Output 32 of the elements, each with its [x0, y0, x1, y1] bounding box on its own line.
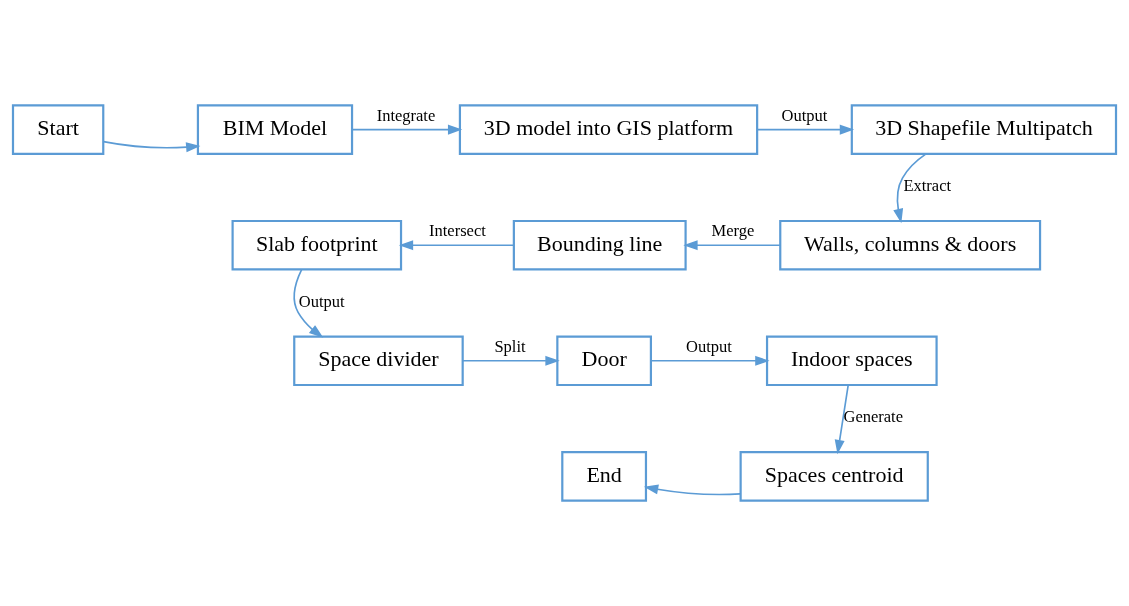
- arrow: [643, 484, 742, 496]
- arrow: [293, 268, 324, 338]
- edge-label: Integrate: [376, 105, 436, 125]
- node-box: Spaces centroid: [739, 451, 929, 502]
- node-box: Door: [556, 335, 652, 387]
- node-box: BIM Model: [196, 104, 354, 155]
- node-box: Slab footprint: [231, 219, 403, 271]
- arrow: [102, 140, 201, 153]
- node-box: 3D Shapefile Multipatch: [850, 104, 1118, 155]
- arrow: [398, 240, 515, 251]
- edge-label: Output: [298, 291, 345, 311]
- node-box: 3D model into GIS platform: [458, 104, 759, 155]
- edge-label: Output: [781, 105, 828, 125]
- node-box: End: [561, 451, 648, 502]
- arrow: [650, 355, 770, 366]
- arrow: [462, 355, 560, 366]
- arrow: [756, 124, 855, 135]
- arrow: [893, 153, 927, 224]
- node-box: Bounding line: [512, 219, 687, 271]
- node-box: Start: [11, 104, 105, 155]
- edge-label: Merge: [711, 221, 755, 241]
- arrow: [351, 124, 463, 135]
- edge-label: Split: [494, 336, 526, 356]
- node-box: Walls, columns & doors: [779, 219, 1042, 271]
- arrow: [683, 240, 781, 251]
- node-box: Space divider: [293, 335, 464, 387]
- arrow: [834, 384, 849, 455]
- node-box: Indoor spaces: [765, 335, 938, 387]
- edge-label: Intersect: [429, 221, 486, 241]
- edge-label: Output: [686, 336, 732, 356]
- edge-label: Generate: [843, 407, 904, 427]
- edge-label: Extract: [903, 176, 952, 196]
